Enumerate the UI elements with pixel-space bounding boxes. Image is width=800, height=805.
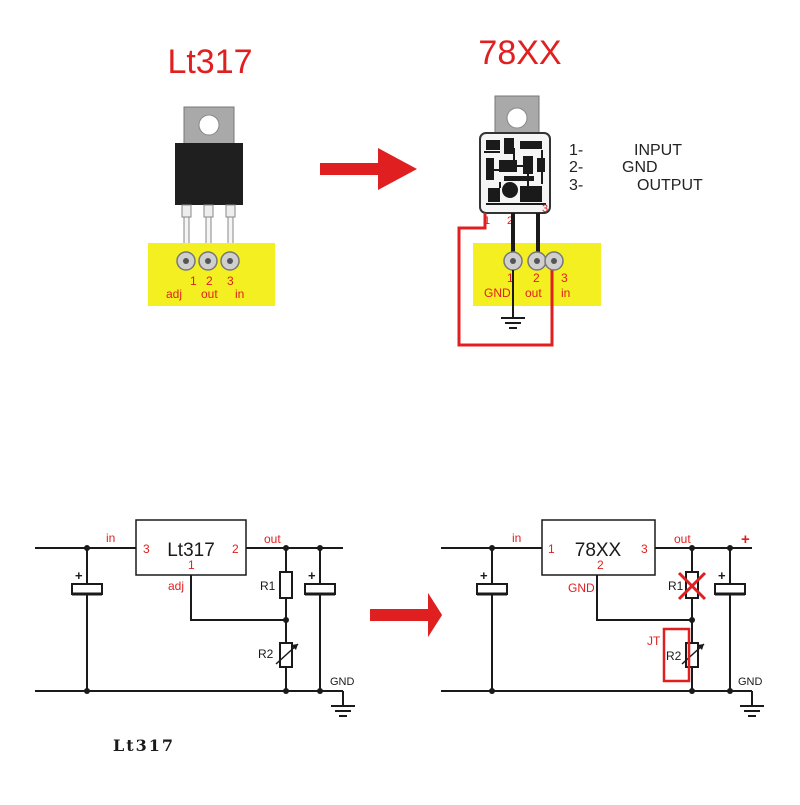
78xx-solder-pads (503, 251, 564, 271)
78xx-gnd-label: GND (568, 581, 595, 595)
red-jumper-wire (457, 213, 554, 347)
legend-num-1: 1- (569, 142, 583, 159)
lt317-adj-label: adj (168, 579, 184, 593)
lt317-cap2-plus: + (308, 568, 316, 583)
lt317-junction-dots (84, 545, 323, 694)
78xx-r1-label: R1 (668, 579, 684, 593)
lt317-pin-name-out: out (201, 287, 218, 301)
78xx-junction-dots (489, 545, 733, 694)
legend-name-input: INPUT (634, 142, 682, 159)
legend-name-output: OUTPUT (637, 177, 703, 194)
78xx-gnd-pin: 2 (597, 558, 604, 572)
lt317-gnd-label: GND (330, 676, 355, 688)
lt317-schematic (35, 519, 343, 692)
pcb-component (523, 156, 533, 174)
lt317-solder-pads (176, 251, 240, 271)
pcb-component (504, 138, 514, 154)
lt317-cap1-plus: + (75, 568, 83, 583)
lt317-pin-num-3: 3 (227, 274, 234, 288)
lt317-pin-num-1: 1 (190, 274, 197, 288)
caption-label: Lt317 (113, 736, 175, 755)
lt317-in-pin: 3 (143, 542, 150, 556)
78xx-cap1-plus: + (480, 568, 488, 583)
legend-name-gnd: GND (622, 159, 658, 176)
78xx-pin-num-1: 1 (507, 271, 514, 285)
lt317-title: Lt317 (167, 43, 252, 81)
78xx-chip-label: 78XX (575, 540, 622, 561)
lt317-chip-label: Lt317 (167, 540, 215, 561)
arrow-right-icon (320, 148, 417, 190)
cross-icon (677, 571, 707, 601)
legend-num-3: 3- (569, 177, 583, 194)
ground-icon (740, 691, 764, 717)
resistor-icon (279, 571, 293, 599)
potentiometer-icon (681, 642, 705, 668)
78xx-in-label: in (512, 531, 521, 545)
pcb-component (502, 182, 518, 198)
pcb-component (486, 158, 494, 180)
78xx-pin-num-2: 2 (533, 271, 540, 285)
78xx-plus-label: + (741, 531, 750, 548)
lt317-in-label: in (106, 531, 115, 545)
78xx-pcb-pin-1: 1 (484, 215, 490, 227)
lt317-adj-pin: 1 (188, 558, 195, 572)
lt317-out-label: out (264, 532, 281, 546)
78xx-cap2-plus: + (718, 568, 726, 583)
78xx-pin-name-in: in (561, 286, 570, 300)
78xx-pcb-pin-2: 2 (507, 215, 513, 227)
ground-icon (331, 691, 355, 717)
pcb-component (499, 160, 517, 172)
pcb-component (527, 190, 535, 198)
legend-num-2: 2- (569, 159, 583, 176)
78xx-pcb-pin-3: 3 (542, 203, 548, 215)
lt317-r1-label: R1 (260, 579, 276, 593)
78xx-title: 78XX (478, 34, 561, 72)
78xx-pin-name-gnd: GND (484, 286, 511, 300)
pcb-component (520, 141, 542, 149)
78xx-package (479, 95, 551, 214)
pcb-component (488, 188, 500, 202)
jt-jumper-box (662, 627, 691, 683)
78xx-pin-num-3: 3 (561, 271, 568, 285)
lt317-pin-num-2: 2 (206, 274, 213, 288)
78xx-in-pin: 1 (548, 542, 555, 556)
capacitor-icon (476, 583, 746, 596)
pcb-component (486, 140, 500, 150)
potentiometer-icon (275, 642, 299, 668)
78xx-out-label: out (674, 532, 691, 546)
78xx-r2-label: R2 (666, 649, 682, 663)
78xx-out-pin: 3 (641, 542, 648, 556)
78xx-pin-name-out: out (525, 286, 542, 300)
lt317-package (175, 106, 243, 260)
78xx-gnd-rail-label: GND (738, 676, 763, 688)
lt317-r2-label: R2 (258, 647, 274, 661)
lt317-out-pin: 2 (232, 542, 239, 556)
78xx-module-circuitry (484, 138, 546, 205)
lt317-pin-name-adj: adj (166, 287, 182, 301)
ground-icon (501, 270, 525, 329)
capacitor-icon (71, 583, 336, 596)
lt317-pin-name-in: in (235, 287, 244, 301)
pcb-component (504, 176, 534, 181)
78xx-jt-label: JT (647, 634, 661, 648)
arrow-right-icon (370, 593, 442, 637)
